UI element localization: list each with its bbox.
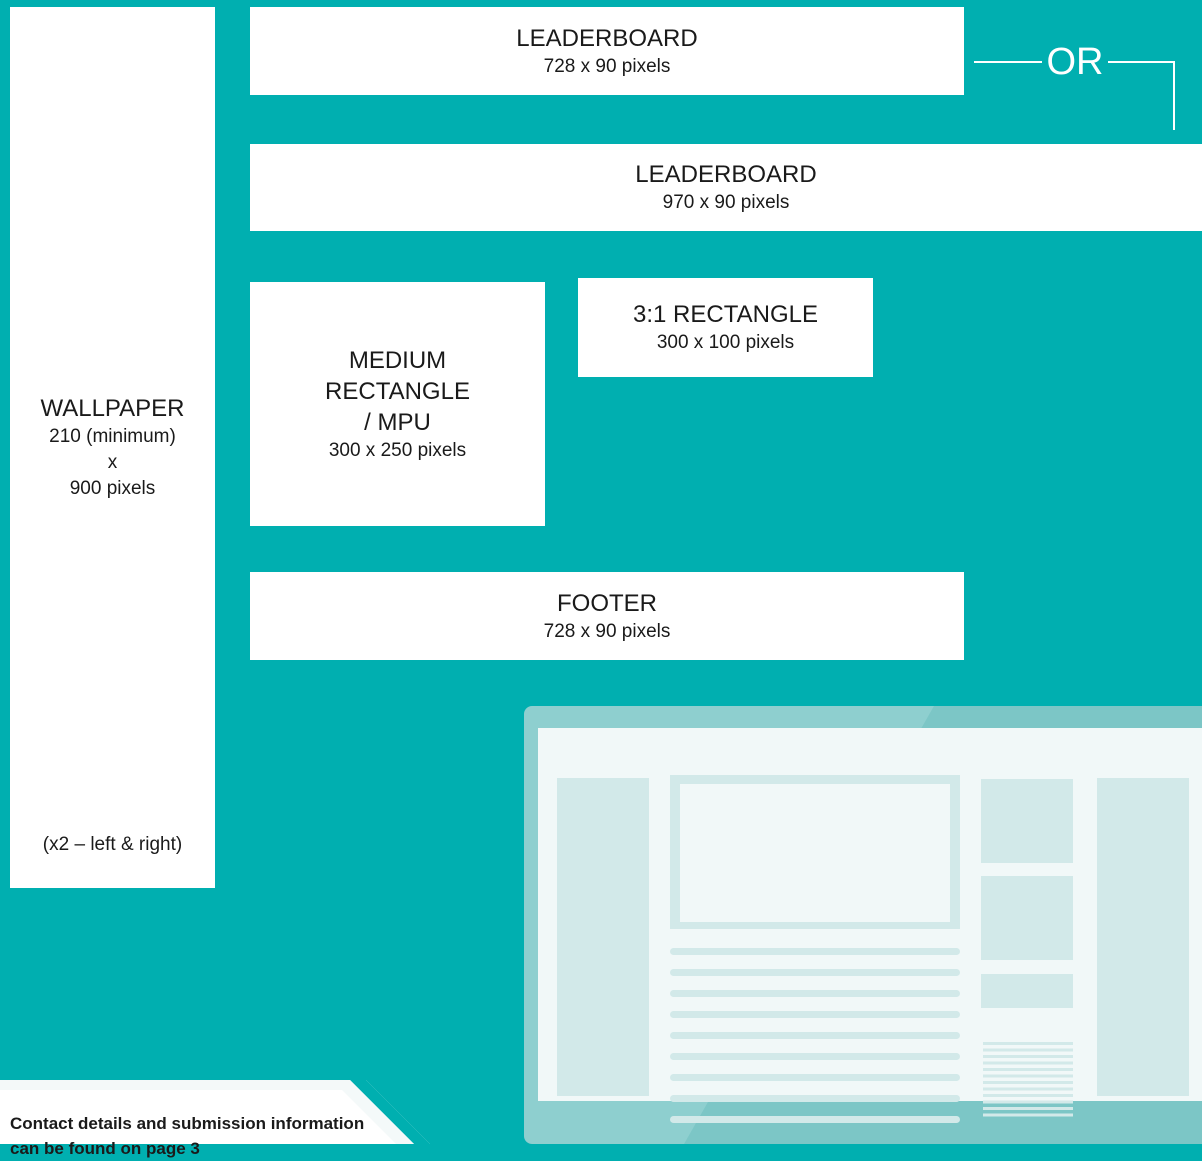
leaderboard-728-slot: LEADERBOARD 728 x 90 pixels	[250, 7, 964, 95]
wallpaper-width: 210 (minimum)	[49, 426, 176, 447]
text-line	[670, 1074, 960, 1081]
footer-dims: 728 x 90 pixels	[543, 620, 671, 642]
sidebar-text-line	[983, 1113, 1073, 1117]
wallpaper-footnote: (x2 – left & right)	[42, 834, 183, 855]
sidebar-text-line	[983, 1107, 1073, 1110]
sidebar-text-line	[983, 1094, 1073, 1097]
mpu-line-2: RECTANGLE	[325, 377, 470, 405]
or-connector: OR	[974, 41, 1175, 130]
rectangle-3-1-slot: 3:1 RECTANGLE 300 x 100 pixels	[578, 278, 873, 377]
mpu-line-1: MEDIUM	[348, 346, 447, 374]
screen-sidebar-block-1	[981, 779, 1073, 863]
sidebar-text-line	[983, 1081, 1073, 1084]
leaderboard-970-title: LEADERBOARD	[635, 161, 817, 188]
sidebar-text-line	[983, 1068, 1073, 1071]
contact-card	[0, 1080, 430, 1144]
screen-wallpaper-right	[1097, 778, 1189, 1096]
text-line	[670, 948, 960, 955]
footer-slot: FOOTER 728 x 90 pixels	[250, 572, 964, 660]
screen-sidebar-block-2	[981, 876, 1073, 960]
footer-title: FOOTER	[557, 589, 657, 617]
text-line	[670, 990, 960, 997]
or-line-right	[1108, 61, 1175, 130]
sidebar-text-line	[983, 1100, 1073, 1104]
sidebar-text-line	[983, 1061, 1073, 1065]
sidebar-text-line	[983, 1042, 1073, 1045]
wallpaper-title: WALLPAPER	[40, 395, 185, 422]
mpu-line-3: / MPU	[364, 408, 431, 436]
sidebar-text-line	[983, 1055, 1073, 1058]
text-line	[670, 1053, 960, 1060]
text-line	[670, 1116, 960, 1123]
sidebar-text-line	[983, 1074, 1073, 1078]
screen-hero-image	[680, 784, 950, 922]
monitor-illustration	[524, 706, 1202, 1144]
contact-info-text: Contact details and submission informati…	[10, 1114, 365, 1158]
text-line	[670, 1095, 960, 1102]
or-label: OR	[1047, 41, 1104, 83]
wallpaper-times: x	[107, 452, 118, 473]
wallpaper-slot: WALLPAPER 210 (minimum) x 900 pixels (x2…	[10, 7, 215, 888]
sidebar-text-line	[983, 1087, 1073, 1091]
leaderboard-728-title: LEADERBOARD	[516, 24, 698, 52]
wallpaper-height: 900 pixels	[69, 478, 156, 499]
screen-text-lines	[670, 948, 960, 1123]
mpu-slot: MEDIUM RECTANGLE / MPU 300 x 250 pixels	[250, 282, 545, 526]
rectangle-3-1-dims: 300 x 100 pixels	[656, 332, 795, 353]
leaderboard-970-slot: LEADERBOARD 970 x 90 pixels	[250, 144, 1202, 231]
leaderboard-728-dims: 728 x 90 pixels	[543, 55, 671, 77]
rectangle-3-1-title: 3:1 RECTANGLE	[633, 301, 818, 328]
sidebar-text-line	[983, 1048, 1073, 1052]
text-line	[670, 1032, 960, 1039]
text-line	[670, 1011, 960, 1018]
screen-sidebar-block-3	[981, 974, 1073, 1008]
mpu-dims: 300 x 250 pixels	[328, 439, 467, 461]
text-line	[670, 969, 960, 976]
screen-sidebar-lines	[983, 1042, 1073, 1117]
leaderboard-970-dims: 970 x 90 pixels	[662, 192, 790, 213]
screen-wallpaper-left	[557, 778, 649, 1096]
